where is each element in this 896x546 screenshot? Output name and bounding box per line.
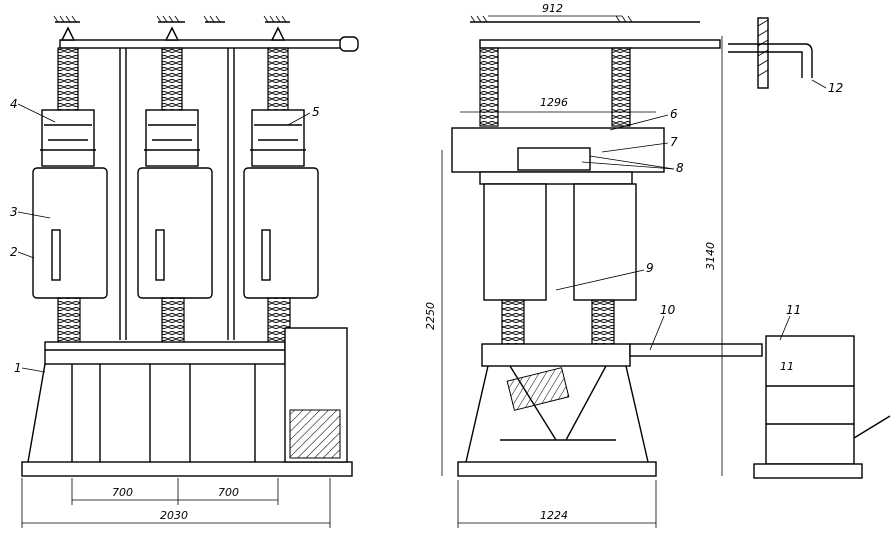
side-view: 912 1296 2250 3140 1224 6 7 8 9 10 11 12… [424, 2, 891, 528]
callout-4: 4 [10, 97, 18, 111]
callout-1: 1 [14, 361, 22, 375]
front-view: 700 700 2030 1 2 3 4 5 [10, 15, 359, 528]
front-dimensions: 700 700 2030 [21, 478, 331, 528]
dim-912: 912 [542, 2, 563, 15]
dim-1224: 1224 [540, 509, 568, 522]
callout-7: 7 [670, 135, 678, 149]
callout-3: 3 [10, 205, 18, 219]
dim-1296: 1296 [540, 96, 568, 109]
front-frame [21, 327, 353, 477]
pole-3 [243, 26, 319, 345]
callout-11: 11 [786, 303, 801, 317]
callout-6: 6 [670, 107, 678, 121]
dim-3140: 3140 [704, 242, 717, 270]
callout-5: 5 [312, 105, 320, 119]
wall-bracket [728, 17, 813, 89]
rod-end-cap [339, 36, 359, 52]
callout-10: 10 [660, 303, 676, 317]
side-top-rod [479, 39, 721, 49]
dim-700-right: 700 [218, 486, 239, 499]
callout-12: 12 [828, 81, 843, 95]
control-cabinet [753, 335, 891, 479]
pole-1 [32, 26, 108, 345]
dim-2250: 2250 [424, 302, 437, 330]
callout-8: 8 [676, 161, 684, 175]
callout-2: 2 [10, 245, 18, 259]
top-rod [59, 39, 346, 49]
pole-2 [137, 26, 213, 345]
callout-9: 9 [646, 261, 654, 275]
dim-700-left: 700 [112, 486, 133, 499]
cabinet-label: 11 [780, 360, 794, 373]
side-dimensions: 912 1296 2250 3140 1224 [424, 2, 723, 528]
dim-2030: 2030 [160, 509, 188, 522]
connecting-pipe [629, 343, 763, 357]
ceiling-marks [53, 15, 290, 23]
